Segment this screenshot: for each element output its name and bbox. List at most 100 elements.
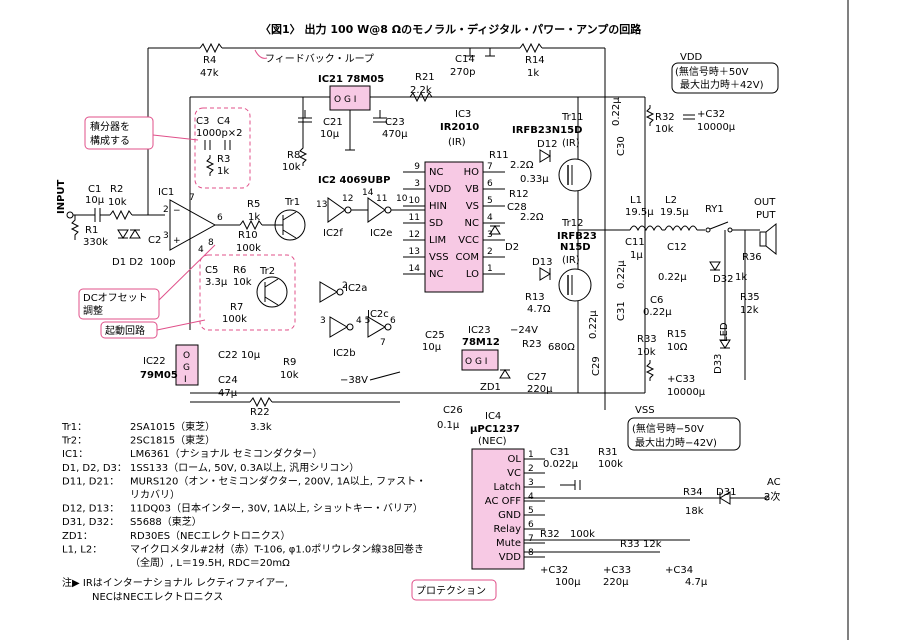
tr12-name2: N15D	[560, 242, 591, 253]
r12-value: 2.2Ω	[520, 212, 544, 223]
startup-label: 起動回路	[105, 324, 145, 337]
r35-ref: R35	[740, 292, 760, 303]
c30-ref: C30	[616, 136, 627, 156]
svg-text:6: 6	[217, 213, 223, 223]
vss-note-1: (無信号時−50V	[632, 422, 704, 435]
r5-value: 1k	[248, 212, 260, 223]
c3-ref: C3	[196, 116, 209, 127]
l2-value: 19.5μ	[660, 207, 689, 218]
part-value: 2SA1015（東芝）	[130, 420, 215, 433]
vdd-note-2: 最大出力時＋42V)	[680, 78, 764, 91]
c34b-ref: +C34	[665, 565, 693, 576]
c31-value: 0.22μ	[616, 260, 627, 289]
c33-value: 10000μ	[667, 387, 706, 398]
ic21-label: IC21 78M05	[318, 74, 384, 85]
svg-text:8: 8	[208, 238, 214, 248]
c11-value: 1μ	[630, 250, 643, 261]
r8-value: 10k	[282, 162, 301, 173]
r33b-value: 12k	[643, 539, 662, 550]
ic23-name: 78M12	[462, 337, 500, 348]
ic3-pin-number: 6	[487, 179, 493, 189]
ic3-pin-name: VB	[465, 184, 479, 195]
footnote-line1: 注▶ IRはインターナショナル レクティファイアー,	[62, 576, 288, 589]
integrator-note-line2: 構成する	[90, 134, 130, 147]
tr11-sub: (IR)	[562, 138, 580, 149]
speaker-output: OUT PUT	[754, 197, 777, 256]
ic3-pin-number: 4	[487, 213, 493, 223]
c26-ref: C26	[443, 405, 463, 416]
feedback-label: フィードバック・ループ	[265, 53, 374, 65]
c32b-ref: +C32	[540, 565, 568, 576]
part-value: MURS120（オン・セミコンダクター, 200V, 1A以上, ファスト・	[130, 474, 426, 487]
c22-value: 10μ	[241, 350, 261, 361]
c6-ref: C6	[650, 295, 663, 306]
ic3-pin-name: HIN	[429, 201, 447, 212]
svg-text:+: +	[173, 236, 181, 246]
c31b-value: 0.022μ	[543, 459, 579, 470]
d2-ref: D2	[505, 242, 519, 253]
r36-value: 1k	[735, 272, 747, 283]
c25-value: 10μ	[422, 342, 442, 353]
d31-ref: D31	[716, 487, 736, 498]
r7-value: 100k	[222, 314, 247, 325]
r13-value: 4.7Ω	[527, 304, 551, 315]
tr2-ref: Tr2	[259, 266, 275, 277]
r33-value: 10k	[637, 347, 656, 358]
ic4-pin-number: 8	[528, 548, 534, 558]
ic2a-ref: IC2a	[345, 283, 367, 294]
r10-value: 100k	[236, 243, 261, 254]
ic4-pin-name: Latch	[494, 482, 521, 493]
part-value: 11DQ03（日本インター, 30V, 1A以上, ショットキー・バリア）	[130, 502, 423, 515]
figure-title: 〈図1〉 出力 100 W@8 Ωのモノラル・ディジタル・パワー・アンプの回路	[260, 22, 642, 36]
ic3-pin-name: VS	[466, 201, 479, 212]
ic3-ref: IC3	[455, 109, 471, 120]
ic3-pin-number: 1	[487, 264, 493, 274]
r31-value: 100k	[598, 459, 623, 470]
r23-value: 680Ω	[548, 342, 575, 353]
r21-ref: R21	[415, 72, 435, 83]
d32-ref: D32	[713, 274, 733, 285]
svg-text:10: 10	[396, 194, 408, 204]
vss-supply: VSS (無信号時−50V 最大出力時−42V)	[627, 405, 741, 451]
part-ref: D31, D32：	[62, 517, 119, 528]
r32-ref: R32	[655, 112, 675, 123]
r31-ref: R31	[598, 447, 618, 458]
ic22-name: 79M05	[140, 370, 178, 381]
ic4-pin-number: 1	[528, 450, 534, 460]
integrator-section: C3 C4 1000p×2 R3 1k	[194, 107, 251, 189]
part-value: （全周）, L＝19.5H, RDC＝20mΩ	[130, 556, 290, 569]
r2-value: 10k	[108, 197, 127, 208]
c31b-ref: C31	[550, 447, 570, 458]
protection-callout	[411, 579, 497, 601]
r6-value: 10k	[233, 277, 252, 288]
part-value: LM6361（ナショナル セミコンダクター）	[130, 447, 322, 460]
svg-text:2: 2	[342, 281, 348, 291]
r14-ref: R14	[525, 55, 545, 66]
svg-text:11: 11	[376, 194, 387, 204]
parts-list: Tr1：2SA1015（東芝）Tr2：2SC1815（東芝）IC1：LM6361…	[61, 420, 426, 569]
r1-value: 330k	[83, 237, 108, 248]
ic3-pin-name: COM	[456, 252, 479, 263]
ic3-pin-number: 11	[409, 213, 420, 223]
l1-ref: L1	[630, 195, 642, 206]
r14-value: 1k	[527, 68, 539, 79]
ic3-pin-number: 13	[409, 247, 420, 257]
ry1-ref: RY1	[705, 204, 724, 215]
r9-ref: R9	[283, 357, 296, 368]
part-ref: IC1：	[62, 449, 88, 460]
svg-text:6: 6	[390, 316, 396, 326]
r15-value: 10Ω	[667, 342, 688, 353]
r7-ref: R7	[230, 302, 243, 313]
tr11-name: IRFB23N15D	[512, 125, 582, 136]
c29-ref: C29	[591, 356, 602, 376]
c14-value: 270p	[450, 67, 475, 78]
c23-value: 470μ	[382, 129, 408, 140]
tr12-sub: (IR)	[562, 255, 580, 266]
ic4-pin-name: GND	[498, 510, 521, 521]
svg-text:3: 3	[320, 316, 326, 326]
dc-offset-line2: 調整	[83, 304, 103, 317]
ic22-regulator: OGI IC22 79M05	[140, 344, 199, 386]
r10-ref: R10	[238, 230, 258, 241]
output-filter: L1 19.5μ L2 19.5μ C11 1μ C12 0.22μ C6 0.…	[578, 195, 705, 353]
r3-ref: R3	[217, 154, 230, 165]
